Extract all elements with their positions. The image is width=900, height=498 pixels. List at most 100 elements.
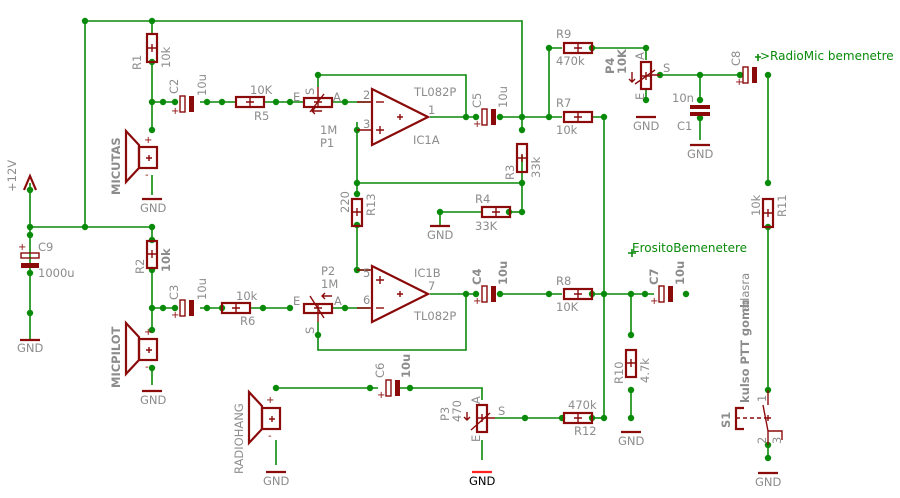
svg-text:C1: C1 xyxy=(677,119,692,133)
junction-dot xyxy=(627,331,635,339)
junction-dot xyxy=(159,304,167,312)
junction-dot xyxy=(518,113,526,121)
svg-text:470k: 470k xyxy=(568,398,597,412)
junction-dot xyxy=(148,304,156,312)
junction-dot xyxy=(353,179,361,187)
capacitor-c2: + C2 10u xyxy=(167,74,209,117)
junction-dot xyxy=(341,98,349,106)
svg-text:P4: P4 xyxy=(603,58,617,74)
junction-dot xyxy=(148,126,156,134)
junction-dot xyxy=(545,113,553,121)
opamp-icon xyxy=(370,264,431,324)
junction-dot xyxy=(518,208,526,216)
svg-text:2: 2 xyxy=(755,437,769,444)
junction-dot xyxy=(642,96,650,104)
svg-text:IC1A: IC1A xyxy=(413,133,440,147)
svg-text:R4: R4 xyxy=(475,192,490,206)
svg-text:10n: 10n xyxy=(672,91,694,105)
junction-dot xyxy=(148,17,156,25)
wire-top-rail xyxy=(84,20,523,227)
junction-dot xyxy=(696,114,704,122)
svg-text:10u: 10u xyxy=(496,86,510,108)
svg-text:R6: R6 xyxy=(240,314,255,328)
svg-text:1M: 1M xyxy=(321,277,338,291)
svg-text:10K: 10K xyxy=(615,48,629,74)
svg-text:R5: R5 xyxy=(254,109,269,123)
svg-text:R9: R9 xyxy=(556,27,571,41)
svg-text:1000u: 1000u xyxy=(38,266,75,280)
junction-dot xyxy=(472,290,480,298)
junction-dot xyxy=(627,386,635,394)
svg-text:S: S xyxy=(663,61,670,75)
junctions xyxy=(26,17,772,462)
svg-text:P2: P2 xyxy=(321,264,335,278)
switch-s1: S1 kulso PTT gomb adasra 1 2 3 xyxy=(719,273,784,445)
net-label-erosito: ErositoBemenetere xyxy=(628,241,747,257)
speaker-micpilot: + - MICPILOT xyxy=(109,320,159,388)
junction-dot xyxy=(764,71,772,79)
supply-12v: +12V xyxy=(5,160,38,192)
junction-dot xyxy=(627,414,635,422)
svg-text:+: + xyxy=(144,135,152,146)
svg-text:10k: 10k xyxy=(556,123,578,137)
svg-text:GND: GND xyxy=(263,474,290,488)
junction-dot xyxy=(600,113,608,121)
wire-ic1a-feedback xyxy=(317,74,467,117)
svg-text:TL082P: TL082P xyxy=(413,309,456,323)
potentiometer-p3: P3 470 A E S xyxy=(438,396,505,442)
svg-text:1: 1 xyxy=(755,395,769,402)
svg-text:+: + xyxy=(171,310,179,321)
potentiometer-p4: P4 10K A E S xyxy=(603,48,670,100)
svg-text:E: E xyxy=(293,294,300,308)
junction-dot xyxy=(462,113,470,121)
junction-dot xyxy=(26,309,34,317)
junction-dot xyxy=(81,17,89,25)
junction-dot xyxy=(314,331,322,339)
junction-dot xyxy=(496,113,504,121)
svg-text:S: S xyxy=(303,327,317,334)
wire-mix-bus xyxy=(592,116,605,418)
svg-text:GND: GND xyxy=(427,228,454,242)
speaker-icon xyxy=(124,320,141,377)
resistor-r12: 470k R12 xyxy=(562,398,597,438)
svg-text:>RadioMic bemenetre: >RadioMic bemenetre xyxy=(760,49,894,63)
junction-dot xyxy=(518,179,526,187)
svg-text:A: A xyxy=(333,90,341,104)
junction-dot xyxy=(545,290,553,298)
resistor-r6: 10k R6 xyxy=(220,289,258,328)
junction-dot xyxy=(148,98,156,106)
junction-dot xyxy=(171,304,179,312)
resistor-r4: R4 33K xyxy=(475,192,512,233)
svg-text:3: 3 xyxy=(363,117,370,131)
svg-text:C6: C6 xyxy=(373,363,387,378)
opamp-ic1b: 5 6 7 IC1B TL082P xyxy=(357,264,456,324)
svg-text:GND: GND xyxy=(633,119,660,133)
resistor-r2: R2 10k xyxy=(133,239,173,274)
resistor-r1: R1 10k xyxy=(130,32,173,70)
svg-text:220: 220 xyxy=(338,191,352,213)
svg-text:+: + xyxy=(171,106,179,117)
svg-text:A: A xyxy=(633,52,647,60)
gnd-c1: GND xyxy=(687,143,714,161)
svg-text:C9: C9 xyxy=(38,240,53,254)
svg-text:+: + xyxy=(144,327,152,338)
svg-text:C8: C8 xyxy=(729,51,743,66)
junction-dot xyxy=(627,290,635,298)
resistor-r11: 10k R11 xyxy=(749,194,789,229)
svg-text:7: 7 xyxy=(428,279,435,293)
resistor-r8: R8 10K xyxy=(556,274,594,314)
resistor-r3: R3 33k xyxy=(503,142,543,180)
svg-text:+: + xyxy=(18,242,26,253)
svg-text:IC1B: IC1B xyxy=(414,266,441,280)
junction-dot xyxy=(696,71,704,79)
junction-dot xyxy=(171,98,179,106)
junction-dot xyxy=(696,96,704,104)
svg-text:MICUTAS: MICUTAS xyxy=(109,137,123,195)
gnd-micutas: GND xyxy=(140,197,167,215)
opamp-icon xyxy=(370,87,431,147)
gnd-c9: GND xyxy=(17,338,44,355)
junction-dot xyxy=(26,269,34,277)
svg-text:E: E xyxy=(293,90,300,104)
svg-text:R13: R13 xyxy=(364,193,378,216)
